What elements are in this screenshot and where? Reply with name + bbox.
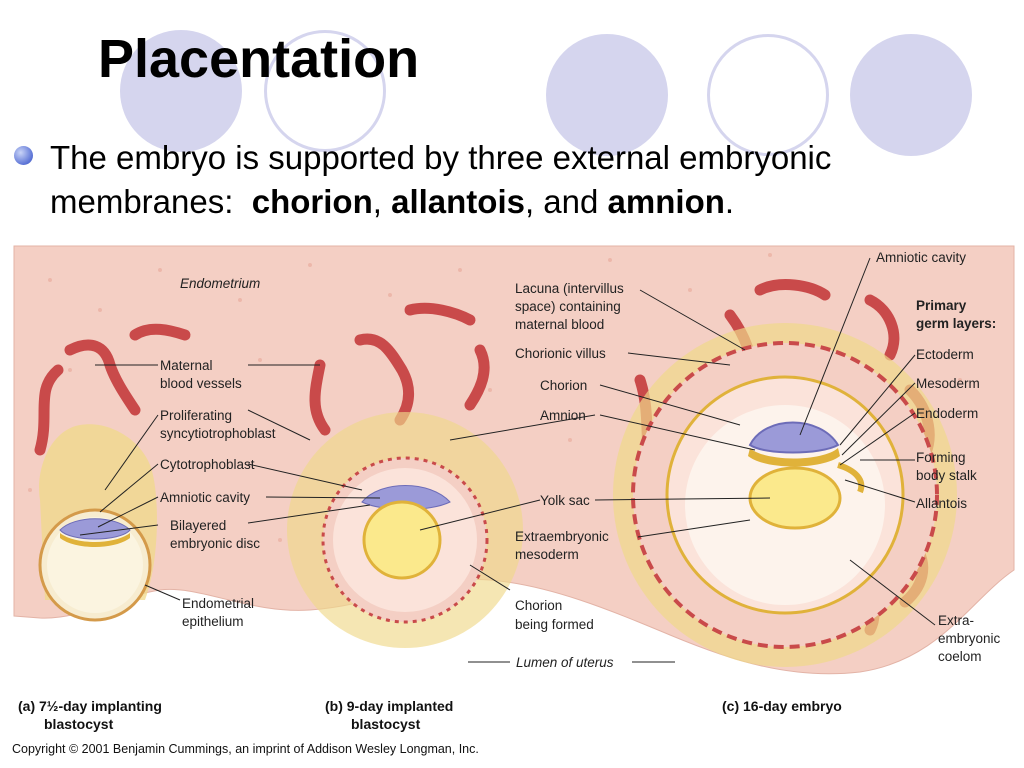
label-primary-2: germ layers: (916, 316, 996, 331)
bullet-sep-2: , and (524, 183, 599, 220)
label-ectoderm: Ectoderm (916, 347, 974, 362)
label-chorion-forming-1: Chorion (515, 598, 562, 613)
placentation-figure: Endometrium Maternal blood vessels Proli… (10, 240, 1018, 768)
decor-circle-2 (546, 34, 668, 156)
blastocyst-b (287, 412, 523, 648)
bullet-icon (14, 146, 33, 165)
label-forming-2: body stalk (916, 468, 977, 483)
label-extraembryonic-2: mesoderm (515, 547, 579, 562)
label-coelom-1: Extra- (938, 613, 974, 628)
bullet-sep-1: , (372, 183, 382, 220)
label-coelom-3: coelom (938, 649, 982, 664)
caption-b-1: (b) 9-day implanted (325, 698, 453, 714)
label-lumen: Lumen of uterus (516, 655, 614, 670)
label-yolk-sac: Yolk sac (540, 493, 590, 508)
tissue-texture (28, 253, 962, 542)
label-forming-1: Forming (916, 450, 966, 465)
label-primary-1: Primary (916, 298, 967, 313)
label-amniotic-cavity-right: Amniotic cavity (876, 250, 966, 265)
label-extraembryonic-1: Extraembryonic (515, 529, 609, 544)
label-chorionic-villus: Chorionic villus (515, 346, 606, 361)
label-lacuna-1: Lacuna (intervillus (515, 281, 624, 296)
caption-c: (c) 16-day embryo (722, 698, 842, 714)
label-bilayered-2: embryonic disc (170, 536, 260, 551)
leader-lines (79, 257, 936, 663)
label-maternal-vessels-2: blood vessels (160, 376, 242, 391)
label-lacuna-3: maternal blood (515, 317, 604, 332)
figure-svg: Endometrium Maternal blood vessels Proli… (12, 245, 1015, 756)
label-chorion: Chorion (540, 378, 587, 393)
bullet-end: . (724, 183, 735, 220)
label-maternal-vessels-1: Maternal (160, 358, 213, 373)
bullet-text: The embryo is supported by three externa… (50, 136, 1010, 224)
caption-a-2: blastocyst (44, 716, 114, 732)
label-cytotrophoblast: Cytotrophoblast (160, 457, 255, 472)
copyright: Copyright © 2001 Benjamin Cummings, an i… (12, 742, 479, 756)
label-coelom-2: embryonic (938, 631, 1001, 646)
label-amniotic-cavity-left: Amniotic cavity (160, 490, 250, 505)
term-allantois: allantois (391, 183, 525, 220)
label-allantois: Allantois (916, 496, 967, 511)
label-endometrium: Endometrium (180, 276, 260, 291)
caption-b-2: blastocyst (351, 716, 421, 732)
decor-ring-1 (264, 30, 386, 152)
decor-ring-2 (707, 34, 829, 156)
label-bilayered-1: Bilayered (170, 518, 226, 533)
caption-a-1: (a) 7½-day implanting (18, 698, 162, 714)
label-endoderm: Endoderm (916, 406, 978, 421)
blastocyst-a (38, 424, 157, 622)
label-proliferating-2: syncytiotrophoblast (160, 426, 276, 441)
label-mesoderm: Mesoderm (916, 376, 980, 391)
label-endometrial-1: Endometrial (182, 596, 254, 611)
embryo-c (613, 323, 957, 667)
decor-circle-3 (850, 34, 972, 156)
label-lacuna-2: space) containing (515, 299, 621, 314)
bullet-prefix: The embryo is supported by three externa… (50, 139, 832, 220)
term-chorion: chorion (251, 183, 373, 220)
label-endometrial-2: epithelium (182, 614, 244, 629)
label-amnion: Amnion (540, 408, 586, 423)
decor-circle-1 (120, 30, 242, 152)
label-proliferating-1: Proliferating (160, 408, 232, 423)
term-amnion: amnion (607, 183, 725, 220)
slide-title: Placentation (98, 29, 420, 89)
label-chorion-forming-2: being formed (515, 617, 594, 632)
